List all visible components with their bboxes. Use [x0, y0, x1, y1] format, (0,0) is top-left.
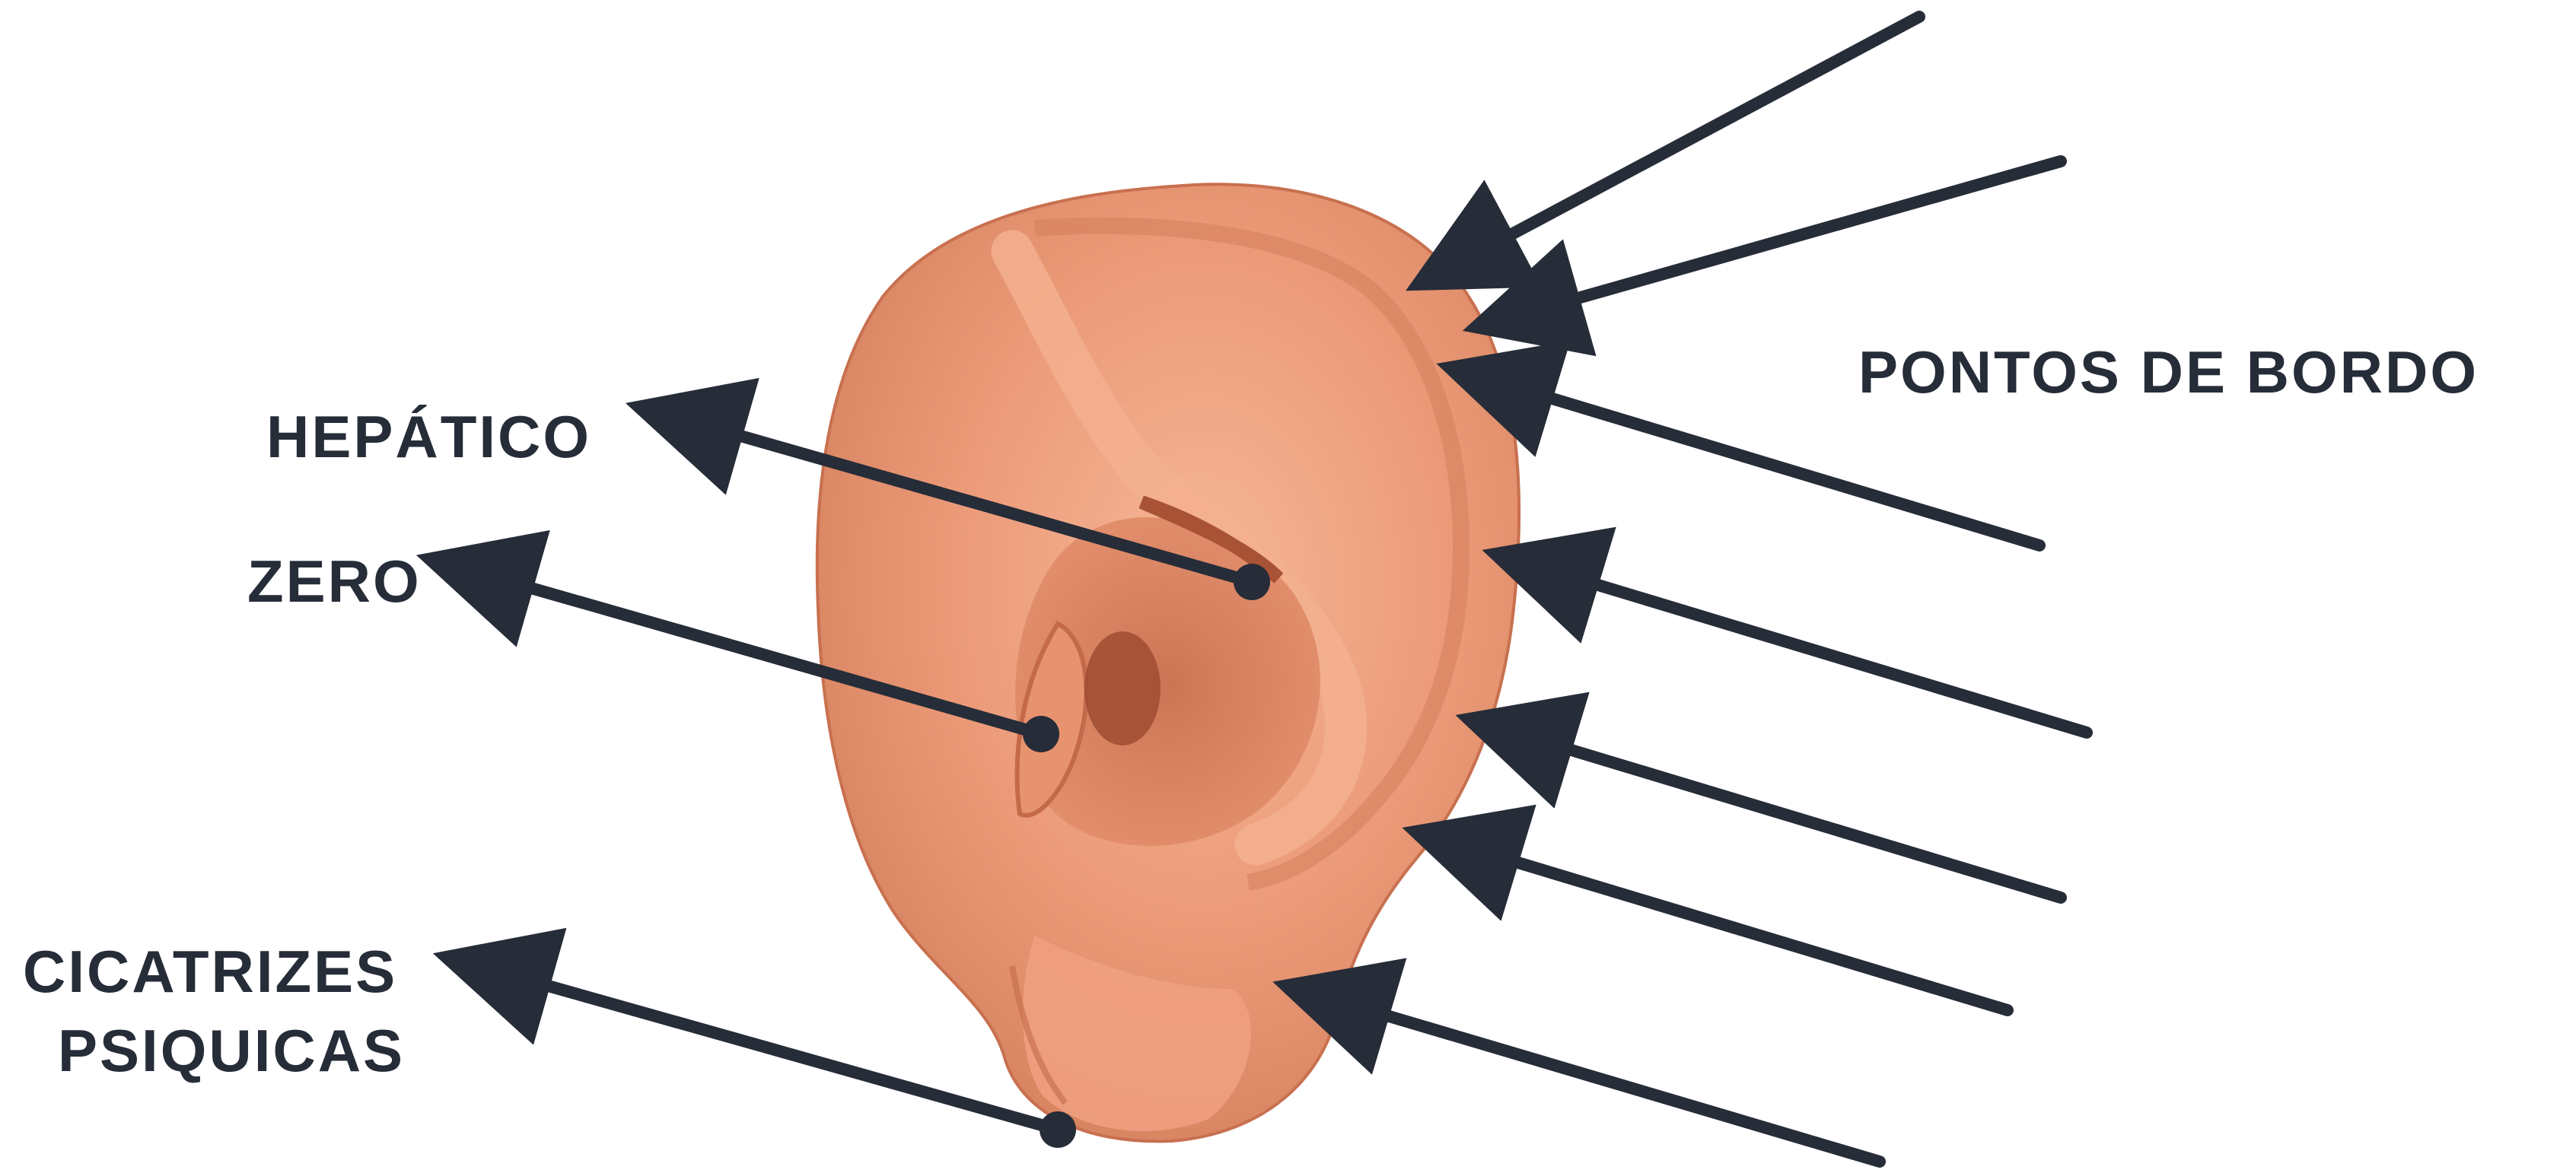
arrow-bordo-5	[1549, 743, 2061, 898]
arrow-bordo-6	[1495, 856, 2008, 1010]
arrow-bordo-4	[1575, 578, 2087, 733]
arrow-bordo-3	[1530, 392, 2039, 545]
label-psiquicas: PSIQUICAS	[58, 1021, 405, 1080]
label-hepatico: HEPÁTICO	[266, 407, 591, 466]
ear-canal	[1084, 631, 1161, 745]
dot-cicatrizes	[1040, 1111, 1076, 1148]
arrow-bordo-7	[1366, 1009, 1880, 1162]
dot-zero	[1023, 716, 1059, 752]
arrow-bordo-2	[1556, 161, 2061, 304]
label-cicatrizes: CICATRIZES	[23, 942, 397, 1001]
label-zero: ZERO	[247, 552, 422, 611]
label-pontos-de-bordo: PONTOS DE BORDO	[1858, 342, 2479, 402]
arrow-bordo-1	[1492, 17, 1919, 245]
dot-hepatico	[1234, 564, 1270, 600]
ear-model-icon	[817, 184, 1519, 1141]
